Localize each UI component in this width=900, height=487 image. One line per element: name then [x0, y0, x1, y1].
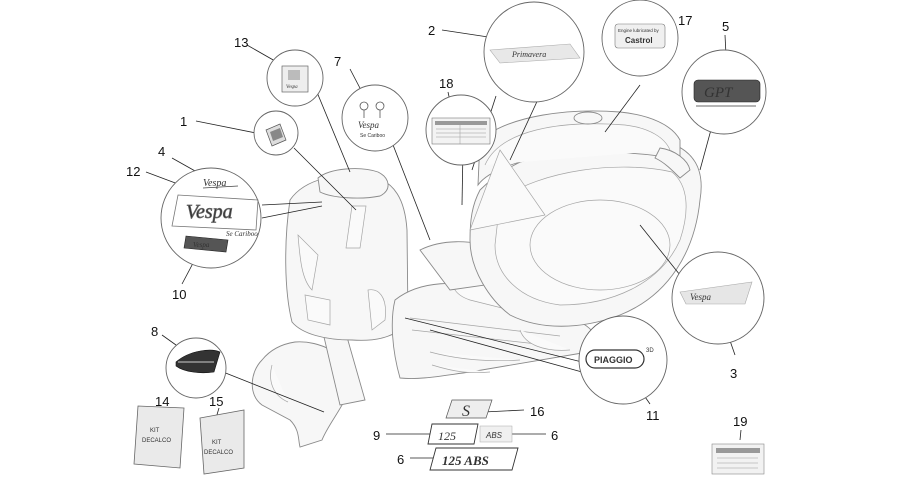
decal-125: 125 — [427, 423, 479, 445]
callout-10: 10 — [172, 287, 186, 302]
callout-18: 18 — [439, 76, 453, 91]
decal-vespa-side: Vespa Vespa Se Cariboo Vespa — [171, 178, 259, 253]
decal-19 — [711, 443, 765, 475]
vespa-script-10: Vespa — [193, 241, 210, 249]
s-badge-text: S — [462, 403, 470, 420]
vespa-script-12: Vespa — [186, 201, 233, 223]
vespa-emblem-caption: Se Cariboo — [360, 133, 385, 139]
detail-bubbles — [160, 0, 767, 405]
callout-5: 5 — [722, 19, 729, 34]
decal-gpt: GPT — [693, 79, 761, 107]
decal-primavera: Primavera — [489, 43, 581, 64]
vespa-script-3: Vespa — [690, 292, 711, 302]
primavera-text: Primavera — [511, 50, 546, 59]
decal-13-script: Vespa — [286, 85, 298, 90]
callout-12: 12 — [126, 164, 140, 179]
badge-125abs-text: 125 ABS — [442, 453, 489, 468]
badge-125-text: 125 — [438, 429, 456, 443]
callout-14: 14 — [155, 394, 169, 409]
callout-numbers: 1 2 3 4 5 6 6 7 8 9 10 11 12 13 14 15 16… — [126, 13, 747, 467]
piaggio-sup: 3D — [646, 348, 654, 354]
callout-3: 3 — [730, 366, 737, 381]
callout-11: 11 — [646, 408, 660, 423]
kit-decalco-15: KIT DECALCO — [199, 409, 245, 475]
callout-9: 9 — [373, 428, 380, 443]
vespa-script-4: Vespa — [203, 178, 226, 189]
vespa-caption-12: Se Cariboo — [226, 230, 258, 238]
decal-125-abs: 125 ABS — [429, 447, 519, 471]
decal-abs: ABS — [479, 425, 513, 443]
kit-label-15-line2: DECALCO — [204, 450, 233, 456]
gpt-text: GPT — [704, 85, 734, 101]
callout-4: 4 — [158, 144, 165, 159]
callout-2: 2 — [428, 23, 435, 38]
callout-1: 1 — [180, 114, 187, 129]
kit-decalco-14: KIT DECALCO — [133, 405, 185, 469]
abs-text: ABS — [485, 431, 503, 440]
decal-13: Vespa — [281, 65, 309, 93]
castrol-line1: Engine lubricated by — [618, 28, 660, 33]
decal-piaggio: PIAGGIO 3D — [585, 348, 654, 369]
kit-label-14-line2: DECALCO — [142, 438, 171, 444]
scooter-body — [251, 110, 702, 448]
callout-15: 15 — [209, 394, 223, 409]
vespa-emblem-script: Vespa — [358, 120, 379, 130]
castrol-brand: Castrol — [625, 36, 653, 45]
decal-vespa-emblem: Vespa Se Cariboo — [358, 101, 385, 139]
decal-18 — [431, 117, 491, 145]
decal-s-badge: S — [445, 399, 493, 420]
callout-19: 19 — [733, 414, 747, 429]
decal-1 — [265, 123, 287, 147]
kit-label-14-line1: KIT — [150, 428, 160, 434]
kit-label-15-line1: KIT — [212, 440, 222, 446]
decal-castrol: Engine lubricated by Castrol — [614, 23, 666, 49]
decal-vespa-3: Vespa — [679, 281, 753, 305]
callout-17: 17 — [678, 13, 692, 28]
callout-13: 13 — [234, 35, 248, 50]
callout-7: 7 — [334, 54, 341, 69]
piaggio-text: PIAGGIO — [594, 355, 633, 365]
callout-6a: 6 — [551, 428, 558, 443]
callout-6b: 6 — [397, 452, 404, 467]
decal-8 — [175, 349, 221, 374]
callout-8: 8 — [151, 324, 158, 339]
callout-16: 16 — [530, 404, 544, 419]
